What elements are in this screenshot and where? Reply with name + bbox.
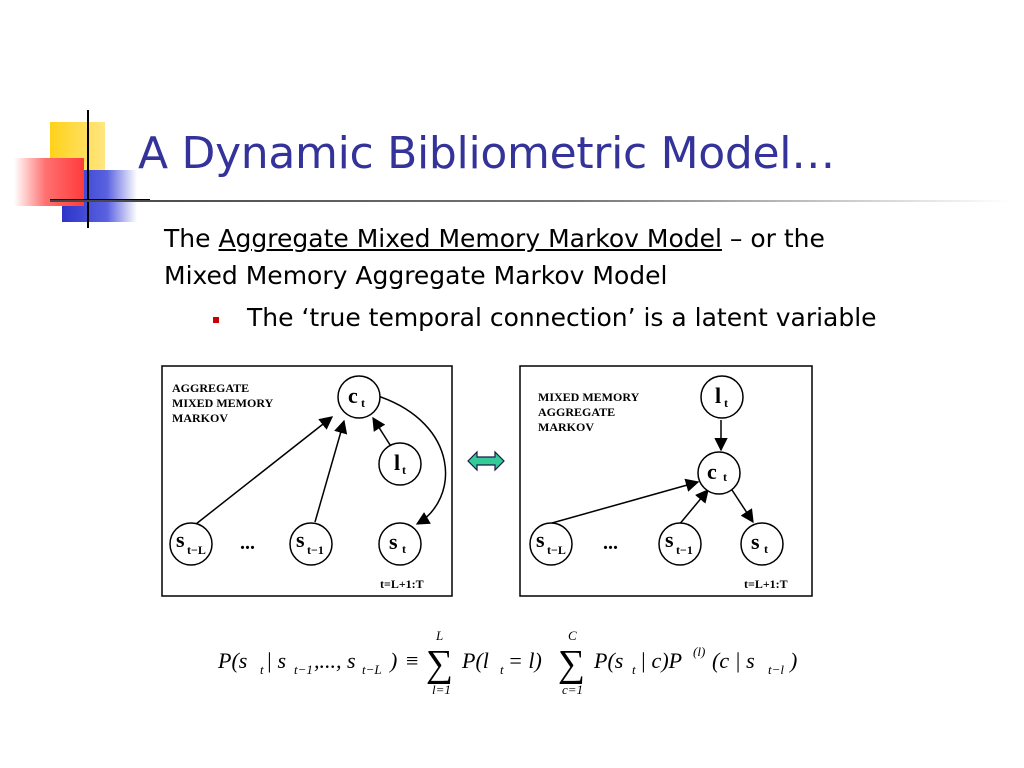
svg-text:= l): = l) xyxy=(508,648,542,673)
left-label-line-1: AGGREGATE xyxy=(172,381,249,395)
svg-text:t−1: t−1 xyxy=(294,662,313,677)
mixture-formula: P(s t | s t−1 ,..., s t−L ) ≡ L ∑ l=1 P(… xyxy=(217,628,797,697)
svg-text:| s: | s xyxy=(266,648,286,673)
left-range: t=L+1:T xyxy=(380,577,424,591)
svg-text:t: t xyxy=(260,662,264,677)
svg-text:| c)P: | c)P xyxy=(640,648,682,673)
svg-text:): ) xyxy=(788,648,797,673)
double-arrow-icon xyxy=(467,450,505,472)
intro-suffix: – or the xyxy=(721,224,825,253)
intro-line-1: The Aggregate Mixed Memory Markov Model … xyxy=(164,224,825,253)
slide-title: A Dynamic Bibliometric Model… xyxy=(138,128,835,179)
svg-text:L: L xyxy=(435,628,443,643)
svg-text:s: s xyxy=(665,527,674,552)
svg-text:t: t xyxy=(361,396,365,410)
svg-text:t−l: t−l xyxy=(768,662,784,677)
corner-decoration xyxy=(14,110,150,228)
svg-text:P(s: P(s xyxy=(593,648,623,673)
left-node-s-t xyxy=(378,522,422,566)
right-ellipsis: ... xyxy=(603,532,618,554)
bullet-marker xyxy=(213,317,219,323)
right-label-line-2: AGGREGATE xyxy=(538,405,615,419)
svg-text:c=1: c=1 xyxy=(562,682,583,697)
svg-text:t−1: t−1 xyxy=(307,543,324,557)
right-node-s-tL xyxy=(529,522,573,566)
left-diagram: AGGREGATE MIXED MEMORY MARKOV c t l t s … xyxy=(161,365,453,597)
left-label-line-3: MARKOV xyxy=(172,411,228,425)
right-node-c xyxy=(697,451,741,495)
svg-text:t−1: t−1 xyxy=(676,543,693,557)
bullet-text: The ‘true temporal connection’ is a late… xyxy=(247,303,877,332)
svg-text:∑: ∑ xyxy=(426,643,453,685)
right-node-s-t1 xyxy=(658,522,702,566)
intro-model-name: Aggregate Mixed Memory Markov Model xyxy=(218,224,722,253)
svg-text:,..., s: ,..., s xyxy=(314,648,356,673)
red-block xyxy=(14,158,84,206)
title-divider xyxy=(50,200,1010,202)
svg-text:t: t xyxy=(632,662,636,677)
svg-text:t: t xyxy=(764,542,768,556)
svg-text:t: t xyxy=(402,542,406,556)
svg-text:∑: ∑ xyxy=(558,643,585,685)
svg-text:t−L: t−L xyxy=(187,543,206,557)
intro-line-2: Mixed Memory Aggregate Markov Model xyxy=(164,261,668,290)
right-diagram: MIXED MEMORY AGGREGATE MARKOV l t c t s … xyxy=(519,365,813,597)
left-node-s-t1 xyxy=(289,522,333,566)
svg-text:≡: ≡ xyxy=(406,648,418,673)
svg-text:s: s xyxy=(751,529,760,554)
svg-text:P(s: P(s xyxy=(217,648,247,673)
svg-text:t−L: t−L xyxy=(362,662,382,677)
svg-text:P(l: P(l xyxy=(461,648,489,673)
left-node-c xyxy=(337,375,381,419)
svg-text:(c | s: (c | s xyxy=(712,648,755,673)
svg-text:s: s xyxy=(176,527,185,552)
svg-text:s: s xyxy=(296,527,305,552)
right-node-l xyxy=(700,375,744,419)
right-node-s-t xyxy=(740,522,784,566)
svg-text:t: t xyxy=(723,470,727,484)
svg-text:s: s xyxy=(389,529,398,554)
left-label-line-2: MIXED MEMORY xyxy=(172,396,274,410)
svg-text:l: l xyxy=(394,450,400,475)
svg-text:t: t xyxy=(402,463,406,477)
right-range: t=L+1:T xyxy=(744,577,788,591)
svg-text:c: c xyxy=(707,459,717,484)
svg-text:(l): (l) xyxy=(693,644,705,659)
right-label-line-3: MARKOV xyxy=(538,420,594,434)
svg-text:t−L: t−L xyxy=(547,543,566,557)
svg-text:l=1: l=1 xyxy=(432,682,451,697)
svg-text:c: c xyxy=(348,383,358,408)
left-node-s-tL xyxy=(169,522,213,566)
left-node-l xyxy=(378,442,422,486)
svg-text:t: t xyxy=(500,662,504,677)
left-ellipsis: ... xyxy=(240,532,255,554)
svg-text:s: s xyxy=(536,527,545,552)
right-label-line-1: MIXED MEMORY xyxy=(538,390,640,404)
svg-text:t: t xyxy=(724,396,728,410)
svg-text:C: C xyxy=(568,628,577,643)
intro-prefix: The xyxy=(164,224,219,253)
svg-text:l: l xyxy=(715,383,721,408)
svg-text:): ) xyxy=(388,648,397,673)
